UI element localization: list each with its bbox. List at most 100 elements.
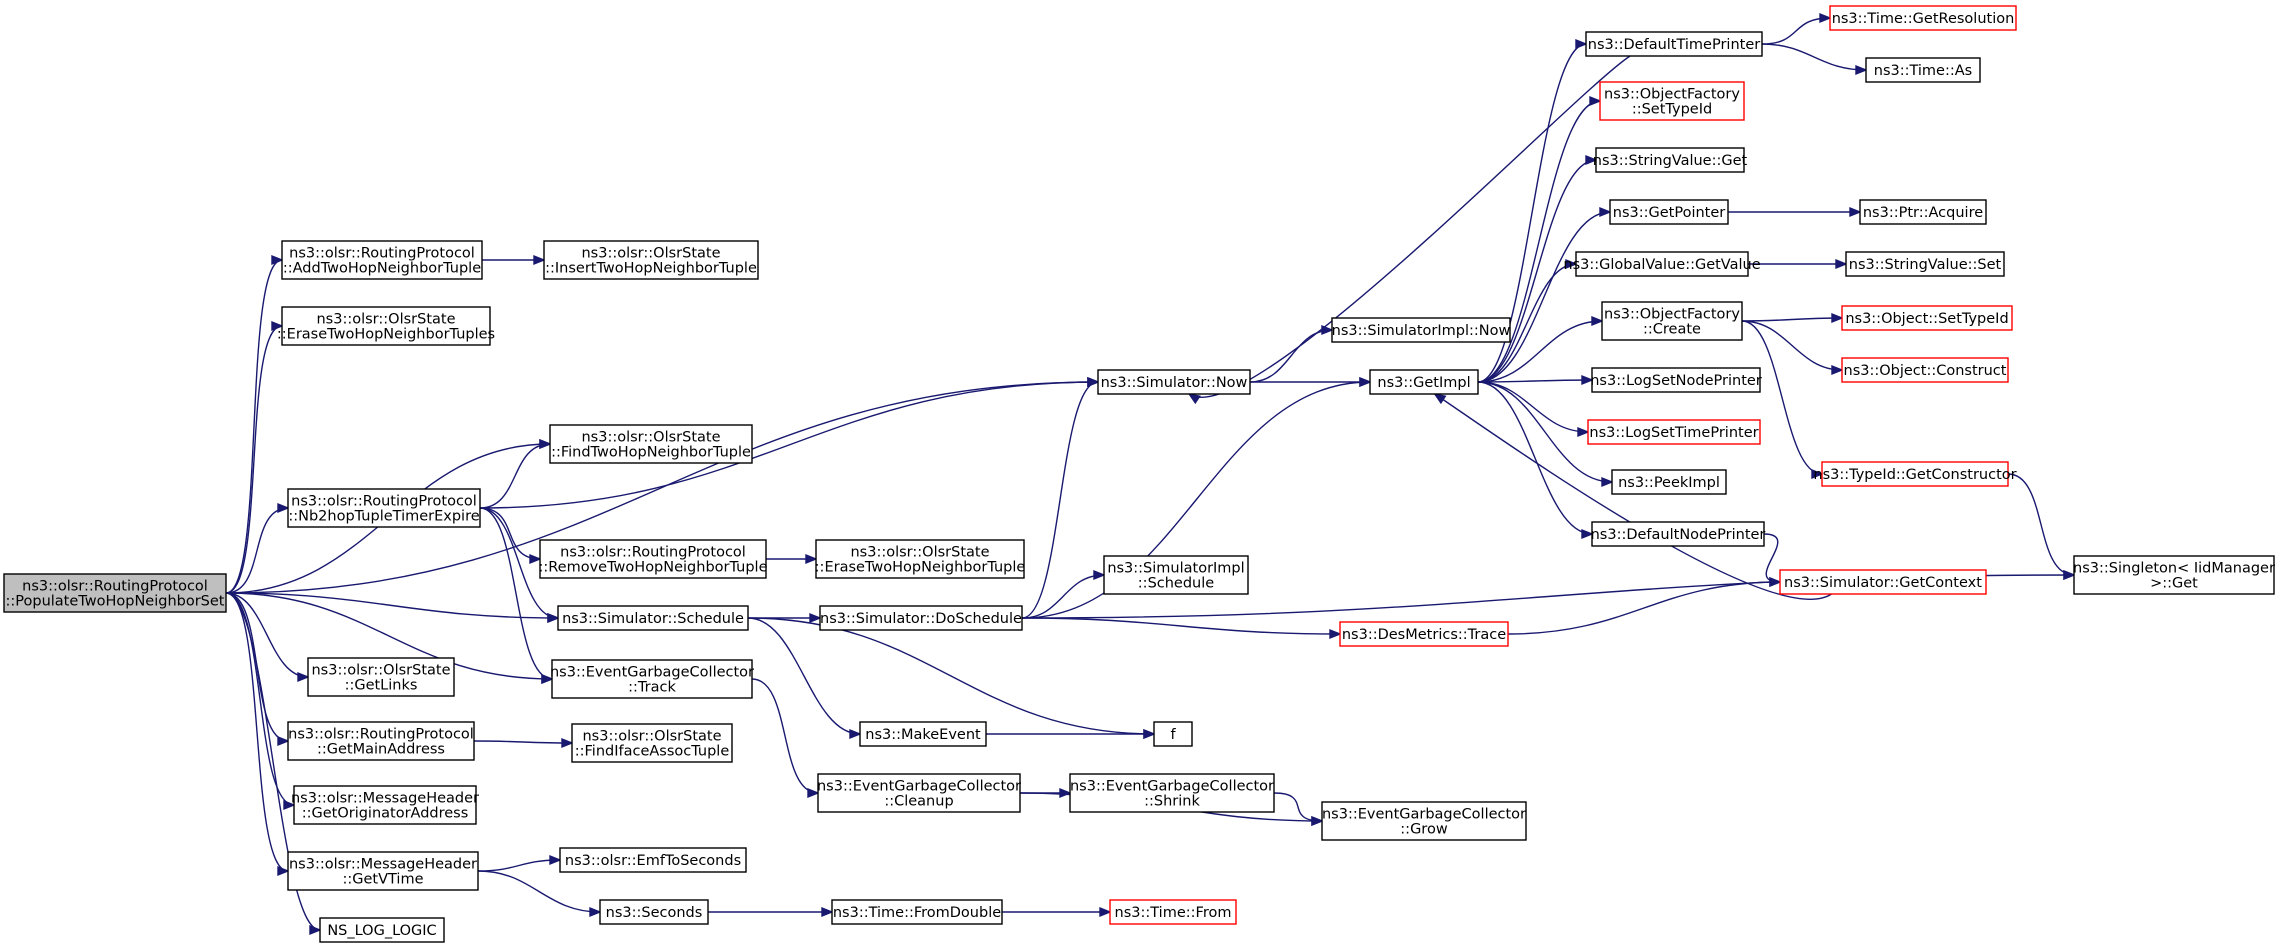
node-box: [307, 657, 455, 697]
node-egcCleanup[interactable]: ns3::EventGarbageCollector::Cleanup: [817, 773, 1021, 813]
edge-line: [479, 507, 553, 680]
node-ofCreate[interactable]: ns3::ObjectFactory::Create: [1601, 301, 1743, 341]
node-getImpl[interactable]: ns3::GetImpl: [1369, 369, 1479, 395]
edge-line: [225, 592, 289, 872]
node-label-line: ::EraseTwoHopNeighborTuple: [815, 560, 1026, 576]
edge-line: [1477, 211, 1611, 383]
node-removeTwoHopRP[interactable]: ns3::olsr::RoutingProtocol::RemoveTwoHop…: [538, 539, 768, 579]
node-box: [599, 899, 709, 925]
node-eraseTwoHop[interactable]: ns3::olsr::OlsrState::EraseTwoHopNeighbo…: [815, 539, 1026, 579]
node-getContext[interactable]: ns3::Simulator::GetContext: [1779, 569, 1987, 595]
node-desTrace[interactable]: ns3::DesMetrics::Trace: [1339, 621, 1509, 647]
node-root[interactable]: ns3::olsr::RoutingProtocol::PopulateTwoH…: [3, 573, 227, 613]
edge-simNow-to-getImpl: [1250, 376, 1372, 388]
node-timeFrom[interactable]: ns3::Time::From: [1109, 899, 1237, 925]
node-gvGetValue[interactable]: ns3::GlobalValue::GetValue: [1563, 251, 1761, 277]
edge-arrowhead: [1599, 206, 1612, 218]
edge-arrowhead: [297, 671, 310, 683]
edge-line: [1741, 320, 1823, 475]
node-svGet[interactable]: ns3::StringValue::Get: [1593, 147, 1748, 173]
edge-arrowhead: [271, 320, 284, 332]
edge-line: [473, 740, 573, 744]
node-label-line: ns3::StringValue::Get: [1593, 153, 1748, 169]
node-box: [287, 488, 481, 528]
edge-line: [1249, 329, 1333, 383]
edge-root-to-addTwoHop: [225, 254, 284, 594]
node-egcGrow[interactable]: ns3::EventGarbageCollector::Grow: [1321, 801, 1527, 841]
edge-line: [1021, 381, 1371, 619]
node-nb2hop[interactable]: ns3::olsr::RoutingProtocol::Nb2hopTupleT…: [287, 488, 481, 528]
edge-line: [1761, 43, 1867, 71]
node-box: [319, 917, 445, 943]
node-svSet[interactable]: ns3::StringValue::Set: [1845, 251, 2005, 277]
node-egcTrack[interactable]: ns3::EventGarbageCollector::Track: [550, 659, 754, 699]
edge-arrowhead: [1093, 569, 1106, 581]
node-getVTime[interactable]: ns3::olsr::MessageHeader::GetVTime: [287, 851, 479, 891]
node-defTimePrinter[interactable]: ns3::DefaultTimePrinter: [1585, 31, 1763, 57]
node-simImplSchedule[interactable]: ns3::SimulatorImpl::Schedule: [1103, 555, 1249, 595]
node-logNode[interactable]: ns3::LogSetNodePrinter: [1590, 367, 1762, 393]
node-label-line: ::AddTwoHopNeighborTuple: [283, 261, 481, 277]
node-getResolution[interactable]: ns3::Time::GetResolution: [1829, 5, 2017, 31]
edge-makeEvent-to-f: [986, 728, 1156, 740]
edge-arrowhead: [547, 612, 560, 624]
node-makeEvent[interactable]: ns3::MakeEvent: [859, 721, 987, 747]
node-label-line: ns3::Simulator::Schedule: [562, 611, 744, 627]
node-egcShrink[interactable]: ns3::EventGarbageCollector::Shrink: [1069, 773, 1275, 813]
node-schedule[interactable]: ns3::Simulator::Schedule: [557, 605, 749, 631]
node-getPointer[interactable]: ns3::GetPointer: [1609, 199, 1729, 225]
edge-line: [2007, 473, 2075, 576]
node-seconds[interactable]: ns3::Seconds: [599, 899, 709, 925]
node-box: [1585, 31, 1763, 57]
node-nslog[interactable]: NS_LOG_LOGIC: [319, 917, 445, 943]
node-label-line: ::GetVTime: [342, 872, 423, 888]
nodes-layer: ns3::olsr::RoutingProtocol::PopulateTwoH…: [3, 5, 2275, 943]
node-objConstruct[interactable]: ns3::Object::Construct: [1841, 357, 2009, 383]
node-box: [1153, 721, 1193, 747]
edge-line: [1273, 792, 1323, 822]
edge-line: [1477, 381, 1593, 535]
node-fromDouble[interactable]: ns3::Time::FromDouble: [831, 899, 1003, 925]
edge-root-to-getLinks: [225, 592, 310, 683]
edge-addTwoHop-to-insertTwoHop: [482, 254, 546, 266]
node-timeAs[interactable]: ns3::Time::As: [1865, 57, 1981, 83]
edge-arrowhead: [1575, 38, 1588, 50]
edge-defTimePrinter-to-timeAs: [1761, 43, 1868, 76]
node-peekImpl[interactable]: ns3::PeekImpl: [1611, 469, 1727, 495]
node-objSetTypeId[interactable]: ns3::Object::SetTypeId: [1841, 305, 2013, 331]
node-insertTwoHop[interactable]: ns3::olsr::OlsrState::InsertTwoHopNeighb…: [543, 240, 759, 280]
node-getMainAddr[interactable]: ns3::olsr::RoutingProtocol::GetMainAddre…: [287, 721, 475, 761]
node-simImplNow[interactable]: ns3::SimulatorImpl::Now: [1331, 317, 1511, 343]
node-getLinks[interactable]: ns3::olsr::OlsrState::GetLinks: [307, 657, 455, 697]
node-label-line: ns3::DefaultNodePrinter: [1591, 527, 1766, 543]
node-logTime[interactable]: ns3::LogSetTimePrinter: [1587, 419, 1761, 445]
node-label-line: ::Shrink: [1144, 794, 1200, 810]
node-ptrAcquire[interactable]: ns3::Ptr::Acquire: [1859, 199, 1987, 225]
edge-arrowhead: [1187, 392, 1201, 405]
edge-line: [477, 870, 601, 913]
node-getCtor[interactable]: ns3::TypeId::GetConstructor: [1813, 461, 2017, 487]
node-doSchedule[interactable]: ns3::Simulator::DoSchedule: [819, 605, 1023, 631]
node-label-line: ns3::EventGarbageCollector: [1070, 779, 1274, 795]
node-box: [1609, 199, 1729, 225]
node-defNodePrinter[interactable]: ns3::DefaultNodePrinter: [1591, 521, 1766, 547]
edge-arrowhead: [1849, 206, 1862, 218]
edge-schedule-to-f: [747, 617, 1156, 740]
node-f[interactable]: f: [1153, 721, 1193, 747]
node-emf[interactable]: ns3::olsr::EmfToSeconds: [559, 847, 747, 873]
edge-getImpl-to-gvGetValue: [1477, 258, 1578, 383]
node-findIface[interactable]: ns3::olsr::OlsrState::FindIfaceAssocTupl…: [571, 723, 733, 763]
edge-egcShrink-to-egcGrow: [1273, 792, 1324, 827]
node-ofSetTypeId[interactable]: ns3::ObjectFactory::SetTypeId: [1599, 81, 1745, 121]
node-singletonGet[interactable]: ns3::Singleton< IidManager >::Get: [2073, 555, 2275, 595]
node-findTwoHop[interactable]: ns3::olsr::OlsrState::FindTwoHopNeighbor…: [549, 424, 753, 464]
edge-line: [1021, 574, 1105, 619]
node-eraseTwoHops[interactable]: ns3::olsr::OlsrState::EraseTwoHopNeighbo…: [277, 306, 495, 346]
node-addTwoHop[interactable]: ns3::olsr::RoutingProtocol::AddTwoHopNei…: [281, 240, 483, 280]
node-box: [1369, 369, 1479, 395]
node-getOrigAddr[interactable]: ns3::olsr::MessageHeader::GetOriginatorA…: [291, 785, 479, 825]
edge-ofCreate-to-objConstruct: [1741, 320, 1844, 376]
node-label-line: ::FindIfaceAssocTuple: [575, 744, 730, 760]
node-box: [287, 721, 475, 761]
node-simNow[interactable]: ns3::Simulator::Now: [1097, 369, 1251, 395]
